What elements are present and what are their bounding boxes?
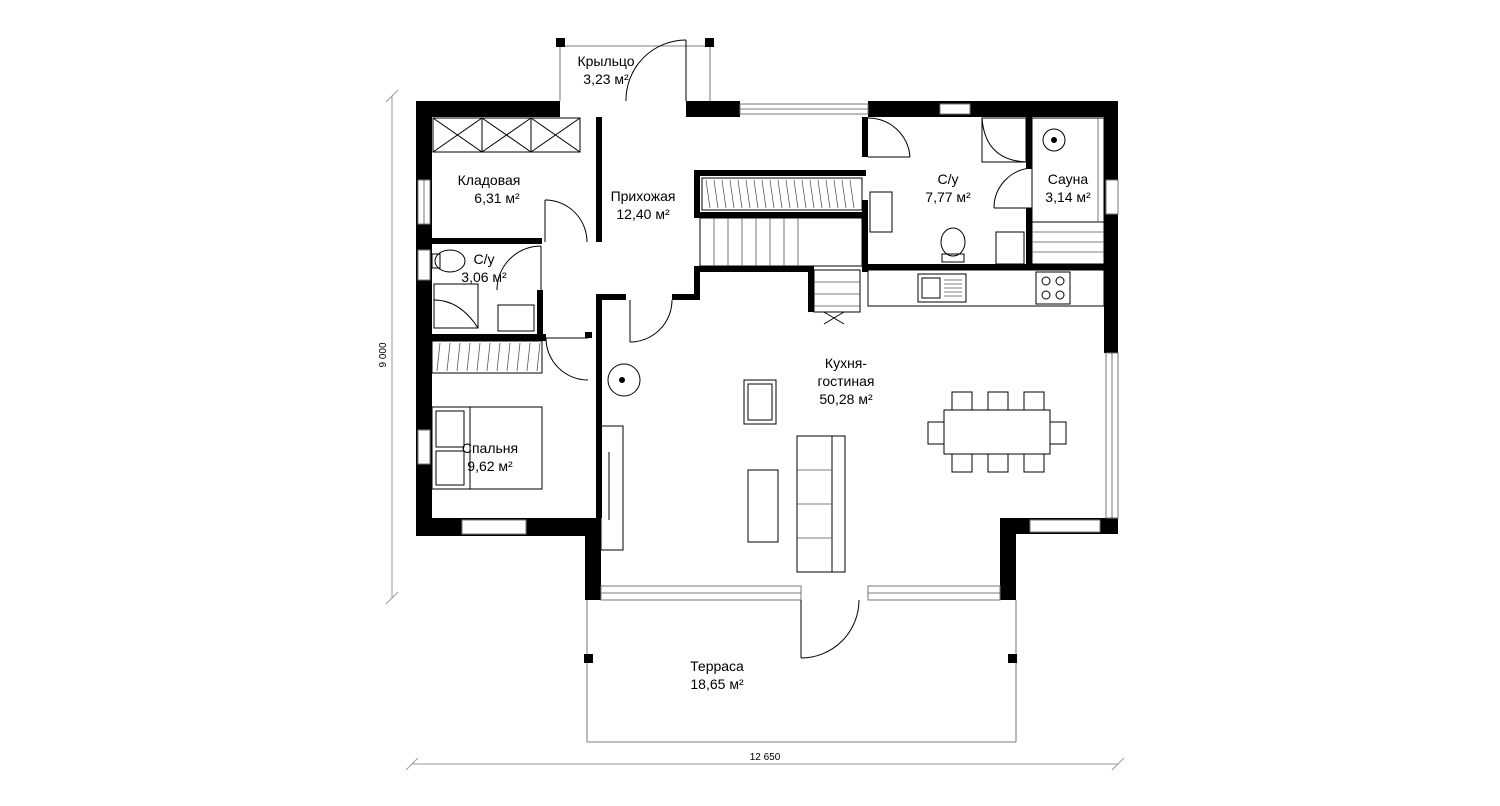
room-labels: Крыльцо 3,23 м² Кладовая 6,31 м² Прихожа… <box>458 53 1091 692</box>
bedroom-closet <box>431 340 543 374</box>
porch-area: 3,23 м² <box>583 71 629 87</box>
width-dimension: 12 650 <box>750 752 781 763</box>
hall-area: 12,40 м² <box>616 206 670 222</box>
bath-small-area: 3,06 м² <box>461 269 507 285</box>
bath-big-name: С/у <box>938 171 959 187</box>
kitchen <box>867 269 1105 307</box>
hall-name: Прихожая <box>611 188 676 204</box>
interior-walls <box>432 117 1104 518</box>
living-furniture <box>600 363 846 573</box>
small-bath-fixtures <box>431 249 535 332</box>
bedroom-area: 9,62 м² <box>467 458 513 474</box>
storage-name: Кладовая <box>458 172 521 188</box>
living-name-line2: гостиная <box>818 373 875 389</box>
porch <box>556 38 714 101</box>
porch-name: Крыльцо <box>577 53 634 69</box>
stairs <box>699 177 863 325</box>
doors <box>496 39 1033 659</box>
terrace-name: Терраса <box>690 658 744 674</box>
height-dimension: 9 000 <box>378 342 389 367</box>
sauna-name: Сауна <box>1048 171 1089 187</box>
terrace-area: 18,65 м² <box>690 676 744 692</box>
sauna-fixtures <box>1031 117 1105 265</box>
bath-big-area: 7,77 м² <box>925 189 971 205</box>
bath-small-name: С/у <box>474 251 495 267</box>
living-name-line1: Кухня- <box>825 355 867 371</box>
big-bath-fixtures <box>869 117 1027 265</box>
storage-area: 6,31 м² <box>474 190 520 206</box>
bedroom-name: Спальня <box>462 440 518 456</box>
bed <box>431 406 543 490</box>
living-area: 50,28 м² <box>819 391 873 407</box>
terrace <box>584 600 1017 743</box>
sauna-area: 3,14 м² <box>1045 189 1091 205</box>
dining-table <box>927 391 1067 473</box>
windows <box>417 103 1119 601</box>
storage-shelves <box>432 117 581 153</box>
dimension-lines <box>385 89 1125 771</box>
